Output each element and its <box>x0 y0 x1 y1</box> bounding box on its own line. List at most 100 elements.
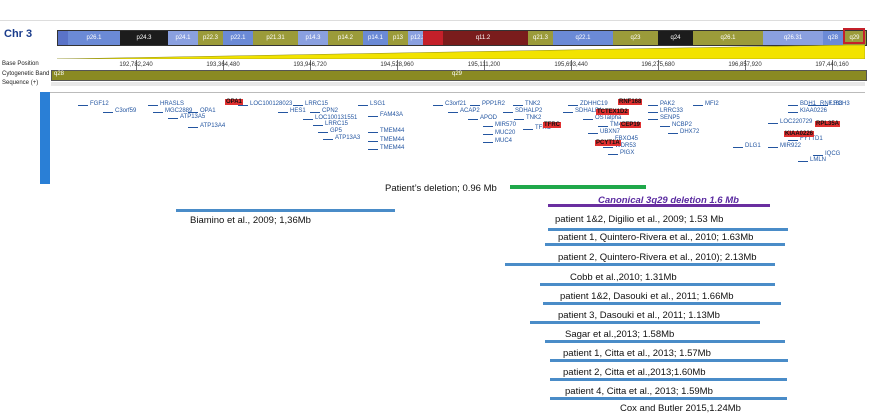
gene-label[interactable]: HES1 <box>290 108 306 114</box>
gene-label[interactable]: SDHALP1 <box>575 108 603 114</box>
gene-label[interactable]: TFRC <box>535 125 551 131</box>
gene-label[interactable]: PAK2 <box>660 101 675 107</box>
gene-model-line <box>503 112 513 113</box>
gene-label[interactable]: ATP13A3 <box>335 135 361 141</box>
ideogram-band[interactable]: p26.1 <box>68 31 120 45</box>
gene-label[interactable]: DHX72 <box>680 129 700 135</box>
gene-label[interactable]: APOD <box>480 115 498 121</box>
gene-label[interactable]: MIR570 <box>495 122 517 128</box>
ideogram-band[interactable]: q23 <box>613 31 658 45</box>
gene-label[interactable]: PIGX <box>620 150 635 156</box>
canonical-deletion-label: Canonical 3q29 deletion 1.6 Mb <box>598 195 739 206</box>
highlighted-gene-label[interactable]: PCYT1A <box>595 140 621 146</box>
ideogram-band[interactable]: p22.1 <box>223 31 253 45</box>
gene-label[interactable]: MUC4 <box>495 138 513 144</box>
gene-label[interactable]: MFI2 <box>705 101 719 107</box>
ideogram-band[interactable]: p14.2 <box>328 31 363 45</box>
gene-label[interactable]: TNK2 <box>525 101 541 107</box>
gene-label[interactable]: ACAP2 <box>460 108 480 114</box>
gene-label[interactable]: CPN2 <box>322 108 339 114</box>
gene-label[interactable]: OSTalpha <box>595 115 622 121</box>
gene-label[interactable]: UBXN7 <box>600 129 621 135</box>
gene-label[interactable]: SENP5 <box>660 115 680 121</box>
gene-label[interactable]: PPP1R2 <box>482 101 506 107</box>
gene-model-line <box>588 133 598 134</box>
gene-label[interactable]: C3orf21 <box>445 101 467 107</box>
ideogram-band[interactable]: p14.1 <box>363 31 388 45</box>
gene-label[interactable]: LRRC33 <box>660 108 684 114</box>
gene-label[interactable]: KIAA0226 <box>800 108 828 114</box>
ideogram-band[interactable]: q11.2 <box>438 31 528 45</box>
ideogram-band[interactable]: q21.3 <box>528 31 553 45</box>
study-deletion-bar <box>540 283 775 286</box>
highlighted-gene-label[interactable]: KIAA0226 <box>784 131 815 137</box>
gene-model-line <box>668 133 678 134</box>
ideogram-band[interactable]: p22.3 <box>198 31 223 45</box>
gene-label[interactable]: ATP13A5 <box>180 114 206 120</box>
gene-label[interactable]: TMEM44 <box>380 145 405 151</box>
ideogram-band[interactable]: p13 <box>388 31 408 45</box>
gene-label[interactable]: LOC100131551 <box>315 115 358 121</box>
ideogram-band[interactable]: q24 <box>658 31 693 45</box>
gene-label[interactable]: BDH1 <box>800 101 817 107</box>
ideogram-band[interactable]: p14.3 <box>298 31 328 45</box>
ideogram-band[interactable]: q28 <box>823 31 843 45</box>
highlighted-gene-label[interactable]: RNF168 <box>618 99 643 105</box>
gene-label[interactable]: C3orf59 <box>115 108 137 114</box>
ideogram-band[interactable]: q29 <box>843 31 866 45</box>
ruler-tick-label: 197,440,160 <box>815 62 849 68</box>
gene-label[interactable]: ATP13A4 <box>200 123 226 129</box>
gene-model-line <box>153 112 163 113</box>
gene-label[interactable]: MGC2889 <box>165 108 193 114</box>
highlighted-gene-label[interactable]: CEP19 <box>620 122 642 128</box>
gene-model-line <box>188 112 198 113</box>
highlighted-gene-label[interactable]: TFRC <box>543 122 561 128</box>
gene-label[interactable]: LRCH3 <box>830 101 850 107</box>
ideogram-band[interactable]: q26.1 <box>693 31 763 45</box>
gene-model-line <box>468 119 478 120</box>
ideogram-band[interactable]: p21.31 <box>253 31 298 45</box>
gene-model-line <box>148 105 158 106</box>
gene-label[interactable]: FYTTD1 <box>800 136 823 142</box>
gene-label[interactable]: IQCG <box>825 151 841 157</box>
gene-label[interactable]: FGF12 <box>90 101 109 107</box>
gene-model-line <box>598 126 608 127</box>
gene-label[interactable]: SDHALP2 <box>515 108 543 114</box>
gene-label[interactable]: MUC20 <box>495 130 516 136</box>
gene-label[interactable]: FAM43A <box>380 112 404 118</box>
ideogram-band[interactable]: q22.1 <box>553 31 613 45</box>
gene-label[interactable]: RNF168 <box>820 101 843 107</box>
gene-model-line <box>768 123 778 124</box>
gene-label[interactable]: WDR53 <box>615 143 637 149</box>
ideogram-band[interactable]: p24.1 <box>168 31 198 45</box>
study-deletion-bar <box>550 378 787 381</box>
gene-label[interactable]: ZDHHC19 <box>580 101 608 107</box>
gene-track-handle[interactable] <box>40 92 50 184</box>
gene-label[interactable]: TMEM44 <box>380 128 405 134</box>
gene-label[interactable]: TMEM44 <box>380 137 405 143</box>
gene-label[interactable]: FBXO45 <box>615 136 639 142</box>
gene-label[interactable]: MIR922 <box>780 143 802 149</box>
study-label: patient 3, Dasouki et al., 2011; 1.13Mb <box>558 310 720 321</box>
gene-label[interactable]: TNK2 <box>526 115 542 121</box>
gene-label[interactable]: OPA1 <box>200 108 216 114</box>
gene-label[interactable]: DLG1 <box>745 143 761 149</box>
gene-label[interactable]: LRRC15 <box>325 121 349 127</box>
gene-label[interactable]: LOC220729 <box>780 119 813 125</box>
highlighted-gene-label[interactable]: RPL35A <box>815 121 841 127</box>
gene-label[interactable]: HRASLS <box>160 101 185 107</box>
gene-label[interactable]: LMLN <box>810 157 827 163</box>
ideogram-band[interactable]: p24.3 <box>120 31 168 45</box>
ideogram-band[interactable]: q26.31 <box>763 31 823 45</box>
highlighted-gene-label[interactable]: OPA1 <box>225 99 243 105</box>
gene-label[interactable]: NCBP2 <box>672 122 693 128</box>
gene-model-line <box>238 105 248 106</box>
gene-label[interactable]: GP5 <box>330 128 343 134</box>
gene-label[interactable]: LOC100128023 <box>250 101 293 107</box>
gene-model-line <box>788 112 798 113</box>
highlighted-gene-label[interactable]: TCTEX1D2 <box>596 109 629 115</box>
gene-label[interactable]: LRRC15 <box>305 101 329 107</box>
gene-label[interactable]: LSG1 <box>370 101 386 107</box>
gene-model-line <box>563 112 573 113</box>
